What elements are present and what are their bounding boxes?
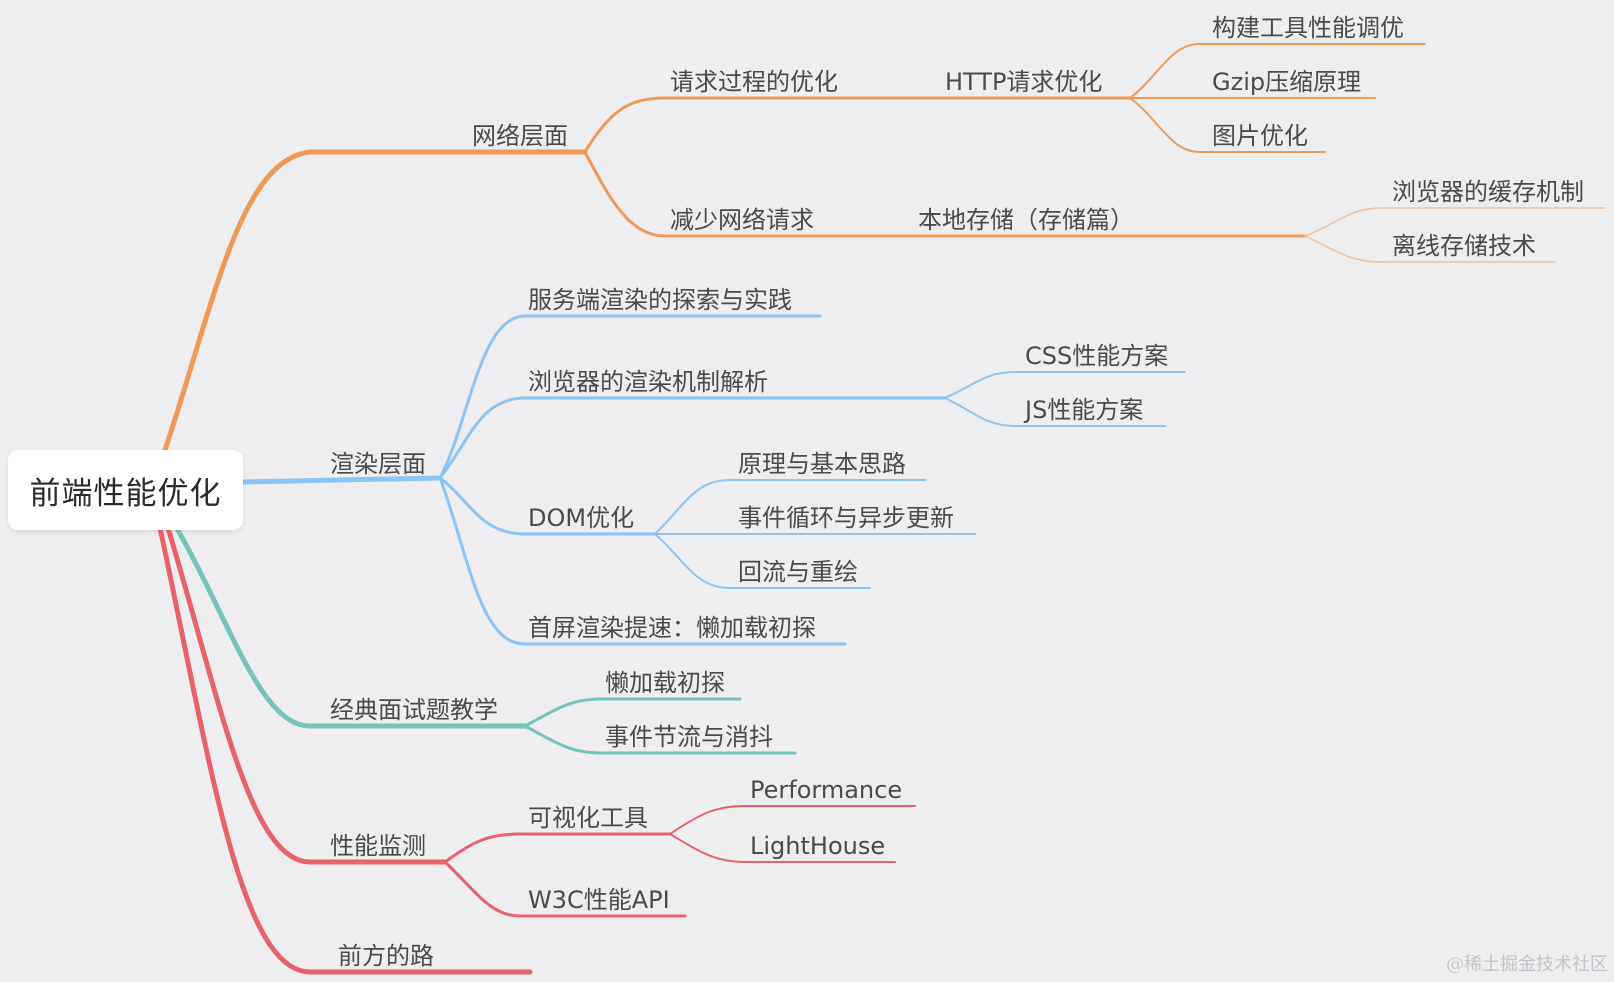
link-root-monitor [165, 525, 448, 865]
link-storage-browser-cache [1304, 207, 1606, 237]
link-render-browser [438, 396, 947, 480]
link-monitor-visual [443, 832, 672, 864]
link-browser-css [944, 371, 1186, 399]
node-browser-cache[interactable]: 浏览器的缓存机制 [1392, 178, 1584, 206]
link-root-future [157, 525, 533, 975]
link-network-request-process [583, 96, 1132, 154]
node-reflow[interactable]: 回流与重绘 [738, 558, 858, 586]
node-reduce-requests[interactable]: 减少网络请求 [670, 206, 814, 234]
link-dom-reflow [654, 533, 871, 589]
link-browser-js [944, 397, 1166, 427]
node-dom-principles[interactable]: 原理与基本思路 [738, 450, 906, 478]
link-render-dom [438, 476, 657, 536]
node-build-tools[interactable]: 构建工具性能调优 [1212, 14, 1404, 42]
node-network[interactable]: 网络层面 [472, 122, 568, 150]
node-offline-storage[interactable]: 离线存储技术 [1392, 232, 1536, 260]
link-visual-lighthouse [669, 833, 896, 863]
network-branch-links [162, 43, 1606, 453]
node-browser-render[interactable]: 浏览器的渲染机制解析 [528, 368, 768, 396]
link-interview-lazy [523, 697, 742, 728]
node-http-request[interactable]: HTTP请求优化 [945, 68, 1103, 96]
node-throttle[interactable]: 事件节流与消抖 [605, 723, 773, 751]
node-event-loop[interactable]: 事件循环与异步更新 [738, 504, 954, 532]
link-root-interview [172, 522, 528, 729]
node-render[interactable]: 渲染层面 [330, 450, 426, 478]
link-visual-performance [669, 805, 916, 835]
node-ssr[interactable]: 服务端渲染的探索与实践 [528, 286, 792, 314]
node-monitor[interactable]: 性能监测 [330, 832, 426, 860]
link-http-build-tools [1129, 43, 1426, 99]
link-http-images [1129, 97, 1326, 153]
watermark: @稀土掘金技术社区 [1446, 954, 1608, 975]
monitor-branch-links [165, 525, 916, 918]
link-storage-offline [1304, 235, 1556, 263]
node-first-screen[interactable]: 首屏渲染提速：懒加载初探 [528, 614, 816, 642]
render-branch-links [240, 314, 1186, 646]
node-future[interactable]: 前方的路 [338, 942, 434, 970]
node-request-process[interactable]: 请求过程的优化 [670, 68, 838, 96]
node-dom[interactable]: DOM优化 [528, 504, 635, 532]
node-lazy-load[interactable]: 懒加载初探 [605, 669, 725, 697]
node-images[interactable]: 图片优化 [1212, 122, 1308, 150]
node-performance[interactable]: Performance [750, 776, 903, 804]
link-root-render [240, 475, 443, 485]
node-js-perf[interactable]: JS性能方案 [1025, 396, 1144, 424]
node-interview[interactable]: 经典面试题教学 [330, 696, 498, 724]
link-render-ssr [438, 314, 822, 480]
node-visual-tools[interactable]: 可视化工具 [528, 804, 648, 832]
link-network-reduce-requests [583, 150, 1307, 238]
link-render-first-screen [438, 476, 847, 646]
interview-branch-links [172, 522, 797, 755]
node-lighthouse[interactable]: LightHouse [750, 832, 886, 860]
link-interview-throttle [523, 724, 797, 755]
node-w3c-api[interactable]: W3C性能API [528, 886, 670, 914]
link-root-network [162, 149, 588, 453]
node-css-perf[interactable]: CSS性能方案 [1025, 342, 1169, 370]
node-gzip[interactable]: Gzip压缩原理 [1212, 68, 1362, 96]
link-monitor-w3c [443, 860, 687, 918]
future-branch-links [157, 525, 533, 975]
node-local-storage[interactable]: 本地存储（存储篇） [918, 206, 1134, 234]
link-dom-principles [654, 479, 926, 535]
root-node[interactable]: 前端性能优化 [8, 450, 243, 530]
